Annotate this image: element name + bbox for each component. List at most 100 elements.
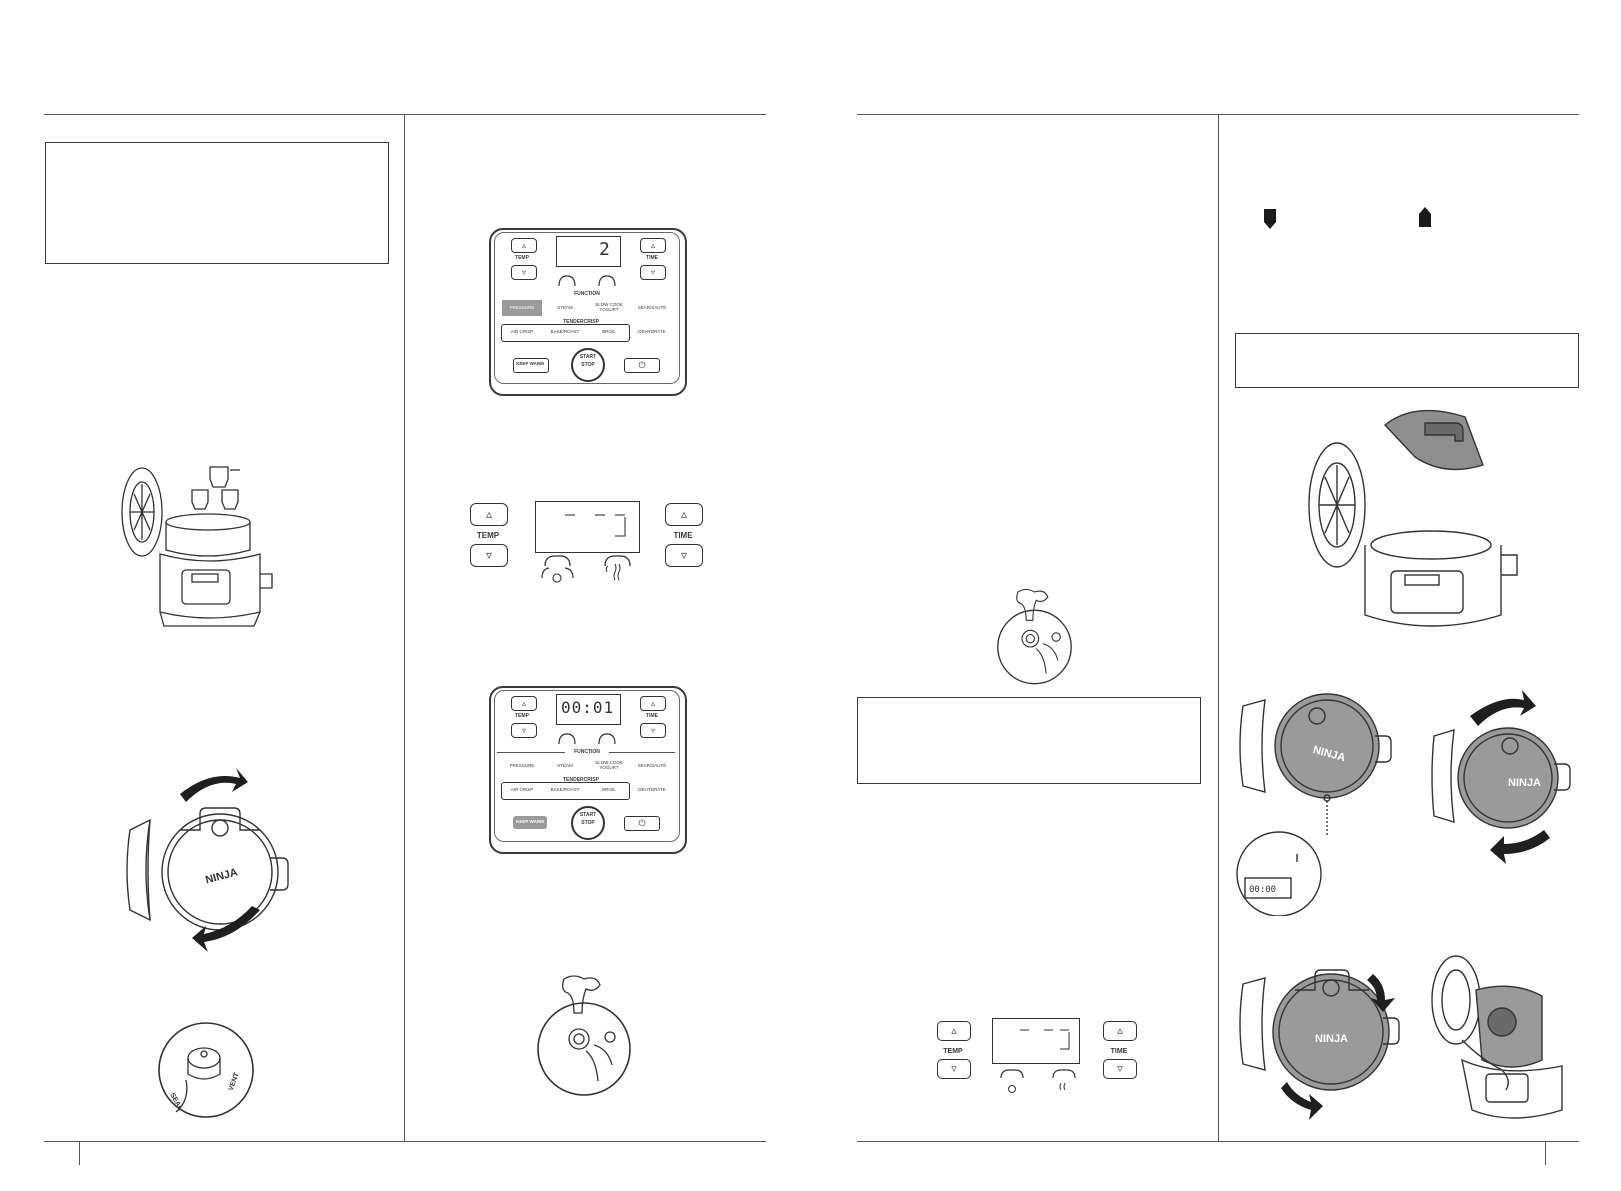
control-panel-2: ▵ TEMP ▿ 00:01 ▵ TIME ▿ FUNCTION PRESSUR…: [489, 686, 687, 854]
tendercrisp-group: [501, 782, 630, 800]
lcd-display: [556, 694, 621, 725]
lock-marker-icon: [1264, 209, 1276, 229]
temp-label: TEMP: [515, 713, 529, 719]
pressure-indicator-icons: [1000, 1069, 1076, 1093]
function-slow-cook-label[interactable]: SLOW COOK: [595, 760, 623, 765]
tendercrisp-label: TENDERCRISP: [563, 319, 599, 325]
function-steam-label[interactable]: STEAM: [557, 305, 573, 310]
temp-up-button[interactable]: ▵: [470, 503, 508, 526]
lid-brand-label: NINJA: [1315, 1033, 1348, 1045]
function-steam-label[interactable]: STEAM: [557, 763, 573, 768]
function-broil-label[interactable]: BROIL: [602, 329, 616, 334]
function-sear-saute-label[interactable]: SEAR/SAUTÉ: [637, 305, 667, 310]
function-pressure-label: PRESSURE: [509, 305, 535, 310]
keep-warm-button[interactable]: [513, 358, 549, 373]
start-label: START: [579, 812, 597, 818]
start-label: START: [579, 354, 597, 360]
column-divider-1: [404, 114, 405, 1141]
lid-rotate-illustration: NINJA: [1431, 690, 1571, 864]
column-divider-2: [1218, 114, 1219, 1141]
function-sear-saute-label[interactable]: SEAR/SAUTÉ: [637, 763, 667, 768]
function-label: FUNCTION: [565, 749, 609, 755]
lcd-display: [992, 1018, 1080, 1064]
stop-label: STOP: [581, 820, 595, 826]
function-pressure-label[interactable]: PRESSURE: [509, 763, 535, 768]
note-box-2: [857, 697, 1201, 784]
temp-up-button[interactable]: ▵: [937, 1021, 971, 1041]
function-yogurt-label[interactable]: YOGURT: [599, 765, 619, 770]
keep-warm-label: KEEP WARM: [516, 361, 544, 366]
function-bake-roast-label[interactable]: BAKE/ROAST: [550, 329, 580, 334]
keep-warm-button[interactable]: [513, 816, 547, 829]
function-dehydrate-label[interactable]: DEHYDRATE: [638, 329, 666, 334]
panel-body: [489, 228, 687, 396]
seal-label: SEAL: [168, 1092, 184, 1112]
panel-inner: [494, 690, 680, 842]
tendercrisp-label: TENDERCRISP: [563, 777, 599, 783]
temp-down-button[interactable]: ▿: [470, 544, 508, 567]
time-down-button[interactable]: ▿: [640, 265, 666, 280]
power-button[interactable]: ⏻: [624, 358, 660, 373]
zoom-display-value: 00:00: [1249, 885, 1276, 895]
temp-up-button[interactable]: ▵: [511, 696, 537, 711]
lid-lift-illustration: [1431, 955, 1563, 1119]
temp-down-button[interactable]: ▿: [511, 265, 537, 280]
lid-turning-illustration: NINJA: [126, 768, 289, 952]
function-air-crisp-label[interactable]: AIR CRISP: [510, 787, 534, 792]
mini-panel: ▵ TEMP ▿ ▵ TIME ▿: [933, 1018, 1173, 1103]
temp-down-button[interactable]: ▿: [511, 723, 537, 738]
cooker-open-lid-illustration: [1308, 409, 1518, 627]
time-label: TIME: [673, 531, 693, 540]
function-bake-roast-label[interactable]: BAKE/ROAST: [550, 787, 580, 792]
temp-label: TEMP: [943, 1048, 963, 1055]
page-edge-right: [1545, 1141, 1546, 1165]
note-box-1: [45, 142, 389, 264]
lcd-dashes: [565, 514, 626, 537]
time-up-button[interactable]: ▵: [640, 696, 666, 711]
function-dehydrate-label[interactable]: DEHYDRATE: [638, 787, 666, 792]
time-up-button[interactable]: ▵: [665, 503, 703, 526]
lid-brand-label: NINJA: [1508, 777, 1541, 789]
cooker-with-measuring-cups-illustration: [121, 466, 273, 627]
tendercrisp-group: [501, 324, 630, 342]
time-label: TIME: [1110, 1048, 1128, 1055]
lid-alignment-illustration: NINJA 00:00: [1236, 693, 1392, 916]
time-up-button[interactable]: ▵: [1103, 1021, 1137, 1041]
start-stop-button[interactable]: [571, 348, 605, 382]
function-yogurt-label[interactable]: YOGURT: [599, 307, 619, 312]
function-broil-label[interactable]: BROIL: [602, 787, 616, 792]
lcd-value: 00:01: [561, 698, 615, 717]
pressure-indicator-icons: [541, 555, 631, 583]
stop-label: STOP: [581, 362, 595, 368]
bottom-rule-right: [857, 1141, 1579, 1142]
pressure-indicator-icons: [558, 275, 616, 287]
time-down-button[interactable]: ▿: [665, 544, 703, 567]
temp-down-button[interactable]: ▿: [937, 1059, 971, 1079]
lcd-display: [535, 501, 640, 553]
panel-body: [489, 686, 687, 854]
time-up-button[interactable]: ▵: [640, 238, 666, 253]
unlock-marker-icon: [1419, 207, 1431, 227]
start-stop-button[interactable]: [571, 806, 605, 840]
keep-warm-label: KEEP WARM: [516, 819, 544, 824]
page-edge-left: [79, 1141, 80, 1165]
time-label: TIME: [646, 255, 658, 261]
function-pressure-button[interactable]: [502, 300, 542, 316]
time-label: TIME: [646, 713, 658, 719]
temp-label: TEMP: [476, 531, 500, 540]
steam-release-illustration-1: [537, 975, 631, 1096]
lcd-value: 2: [599, 239, 610, 260]
function-label: FUNCTION: [565, 291, 609, 297]
temp-up-button[interactable]: ▵: [511, 238, 537, 253]
note-box-3: [1235, 333, 1579, 388]
bottom-rule-left: [44, 1141, 766, 1142]
function-air-crisp-label[interactable]: AIR CRISP: [510, 329, 534, 334]
power-button[interactable]: ⏻: [624, 816, 660, 831]
temp-label: TEMP: [515, 255, 529, 261]
vent-label: VENT: [228, 1071, 241, 1092]
function-slow-cook-label[interactable]: SLOW COOK: [595, 302, 623, 307]
steam-release-illustration-2: [997, 588, 1072, 685]
time-down-button[interactable]: ▿: [640, 723, 666, 738]
pressure-indicator-icons: [558, 733, 616, 745]
time-down-button[interactable]: ▿: [1103, 1059, 1137, 1079]
